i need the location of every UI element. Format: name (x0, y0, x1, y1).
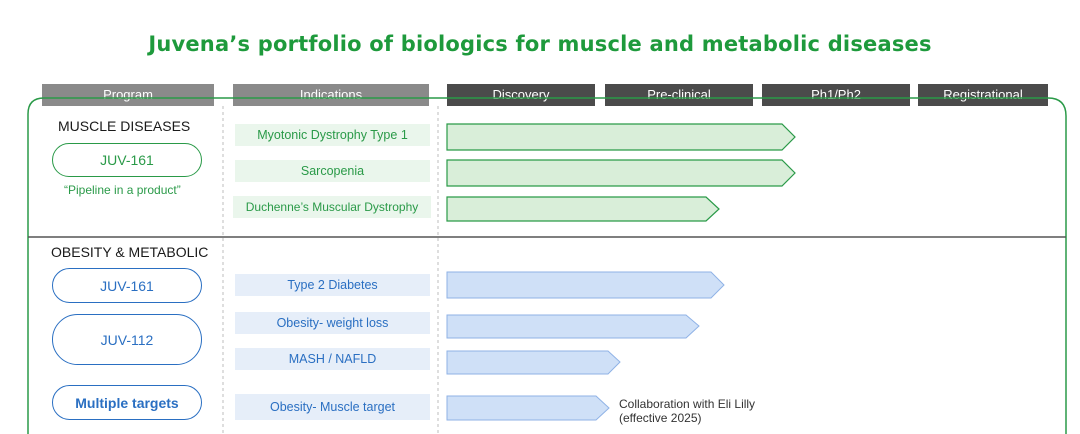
section-label-muscle: MUSCLE DISEASES (58, 118, 191, 134)
program-pill-juv-112: JUV-112 (52, 314, 202, 365)
indication-mash-nafld: MASH / NAFLD (235, 348, 430, 370)
indication-duchenne: Duchenne’s Muscular Dystrophy (233, 196, 431, 218)
collaboration-line-2: (effective 2025) (619, 411, 702, 425)
program-note: “Pipeline in a product” (64, 183, 181, 197)
page-title: Juvena’s portfolio of biologics for musc… (148, 32, 932, 56)
indication-obesity-muscle-target: Obesity- Muscle target (235, 394, 430, 420)
program-pill-multiple-targets: Multiple targets (52, 385, 202, 420)
bar-sarcopenia (446, 159, 796, 187)
bar-obesity-weight-loss (446, 314, 700, 339)
indication-sarcopenia: Sarcopenia (235, 160, 430, 182)
muscle-section-frame (27, 97, 1067, 434)
bar-mash-nafld (446, 350, 621, 375)
bar-obesity-muscle-target (446, 395, 610, 421)
bar-myotonic-dystrophy (446, 123, 796, 151)
indication-type-2-diabetes: Type 2 Diabetes (235, 274, 430, 296)
bar-duchenne (446, 196, 720, 222)
indication-myotonic-dystrophy: Myotonic Dystrophy Type 1 (235, 124, 430, 146)
section-label-obesity: OBESITY & METABOLIC (51, 244, 209, 260)
collaboration-annotation: Collaboration with Eli Lilly (effective … (619, 397, 755, 425)
indication-obesity-weight-loss: Obesity- weight loss (235, 312, 430, 334)
program-pill-juv-161-metabolic: JUV-161 (52, 268, 202, 303)
program-pill-juv-161-muscle: JUV-161 (52, 143, 202, 177)
bar-type-2-diabetes (446, 271, 725, 299)
collaboration-line-1: Collaboration with Eli Lilly (619, 397, 756, 411)
